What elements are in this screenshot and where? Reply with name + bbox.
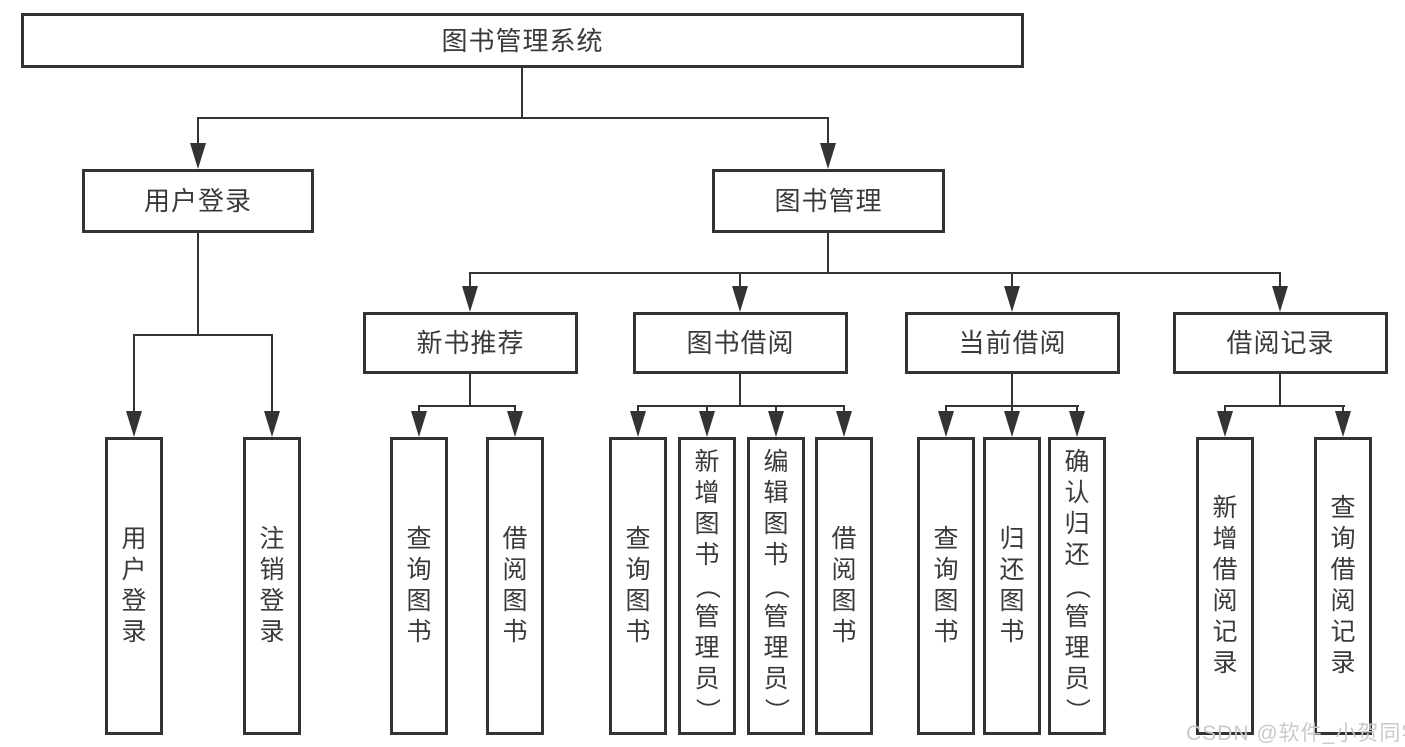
node-leaf-recommend-query-books: 查询图书 [390,437,448,735]
node-label: 借阅记录 [1226,328,1335,358]
arrow-down-icon [1004,411,1020,437]
node-label: 注销登录 [259,525,285,646]
node-leaf-current-query-books: 查询图书 [917,437,975,735]
connector-line [418,405,516,407]
node-label: 编辑图书（管理员） [762,447,791,723]
node-label: 新增图书（管理员） [693,447,722,723]
node-label: 图书管理系统 [441,25,604,56]
node-label: 图书借阅 [686,328,795,358]
node-leaf-current-return-books: 归还图书 [983,437,1041,735]
node-label: 新书推荐 [416,328,525,358]
node-label: 用户登录 [143,186,252,216]
connector-line [1011,374,1013,407]
connector-line [1279,374,1281,407]
arrow-down-icon [1272,286,1288,312]
connector-line [133,334,135,416]
arrow-down-icon [820,143,836,169]
node-label: 查询图书 [933,525,959,646]
arrow-down-icon [732,286,748,312]
arrow-down-icon [1217,411,1233,437]
node-leaf-logout: 注销登录 [243,437,301,735]
node-leaf-user-login: 用户登录 [105,437,163,735]
arrow-down-icon [507,411,523,437]
node-label: 确认归还（管理员） [1063,447,1092,723]
connector-line [469,272,1281,274]
node-leaf-records-query-record: 查询借阅记录 [1314,437,1372,735]
arrow-down-icon [1004,286,1020,312]
arrow-down-icon [190,143,206,169]
arrow-down-icon [1069,411,1085,437]
connector-line [1011,272,1013,290]
node-book-management: 图书管理 [712,169,945,233]
connector-line [197,117,199,151]
connector-line [739,272,741,290]
node-leaf-records-add-record: 新增借阅记录 [1196,437,1254,735]
node-borrowing-records: 借阅记录 [1173,312,1388,374]
arrow-down-icon [836,411,852,437]
connector-line [1279,272,1281,290]
connector-line [133,334,273,336]
node-leaf-borrowing-edit-books: 编辑图书（管理员） [747,437,805,735]
node-label: 借阅图书 [831,525,857,646]
node-label: 查询借阅记录 [1330,494,1356,677]
node-current-borrowing: 当前借阅 [905,312,1120,374]
csdn-watermark: CSDN @软件_小贺同学 [1186,722,1405,745]
node-new-book-recommend: 新书推荐 [363,312,578,374]
node-user-login: 用户登录 [82,169,314,233]
arrow-down-icon [1335,411,1351,437]
node-leaf-borrowing-query-books: 查询图书 [609,437,667,735]
arrow-down-icon [699,411,715,437]
node-label: 新增借阅记录 [1212,494,1238,677]
connector-line [637,405,845,407]
connector-line [197,117,829,119]
node-label: 查询图书 [406,525,432,646]
connector-line [521,68,523,118]
arrow-down-icon [264,411,280,437]
node-label: 用户登录 [121,525,147,646]
arrow-down-icon [462,286,478,312]
node-leaf-borrowing-borrow-books: 借阅图书 [815,437,873,735]
node-leaf-current-confirm-return: 确认归还（管理员） [1048,437,1106,735]
connector-line [469,374,471,407]
arrow-down-icon [768,411,784,437]
node-leaf-borrowing-add-books: 新增图书（管理员） [678,437,736,735]
node-label: 当前借阅 [958,328,1067,358]
node-label: 借阅图书 [502,525,528,646]
node-leaf-recommend-borrow-books: 借阅图书 [486,437,544,735]
connector-line [469,272,471,290]
connector-line [197,233,199,336]
arrow-down-icon [938,411,954,437]
connector-line [827,117,829,151]
arrow-down-icon [411,411,427,437]
connector-line [1224,405,1345,407]
node-label: 查询图书 [625,525,651,646]
arrow-down-icon [630,411,646,437]
connector-line [739,374,741,407]
connector-line [271,334,273,416]
node-book-borrowing: 图书借阅 [633,312,848,374]
node-label: 归还图书 [999,525,1025,646]
node-root-library-system: 图书管理系统 [21,13,1024,68]
connector-line [827,233,829,274]
node-label: 图书管理 [774,186,883,216]
arrow-down-icon [126,411,142,437]
